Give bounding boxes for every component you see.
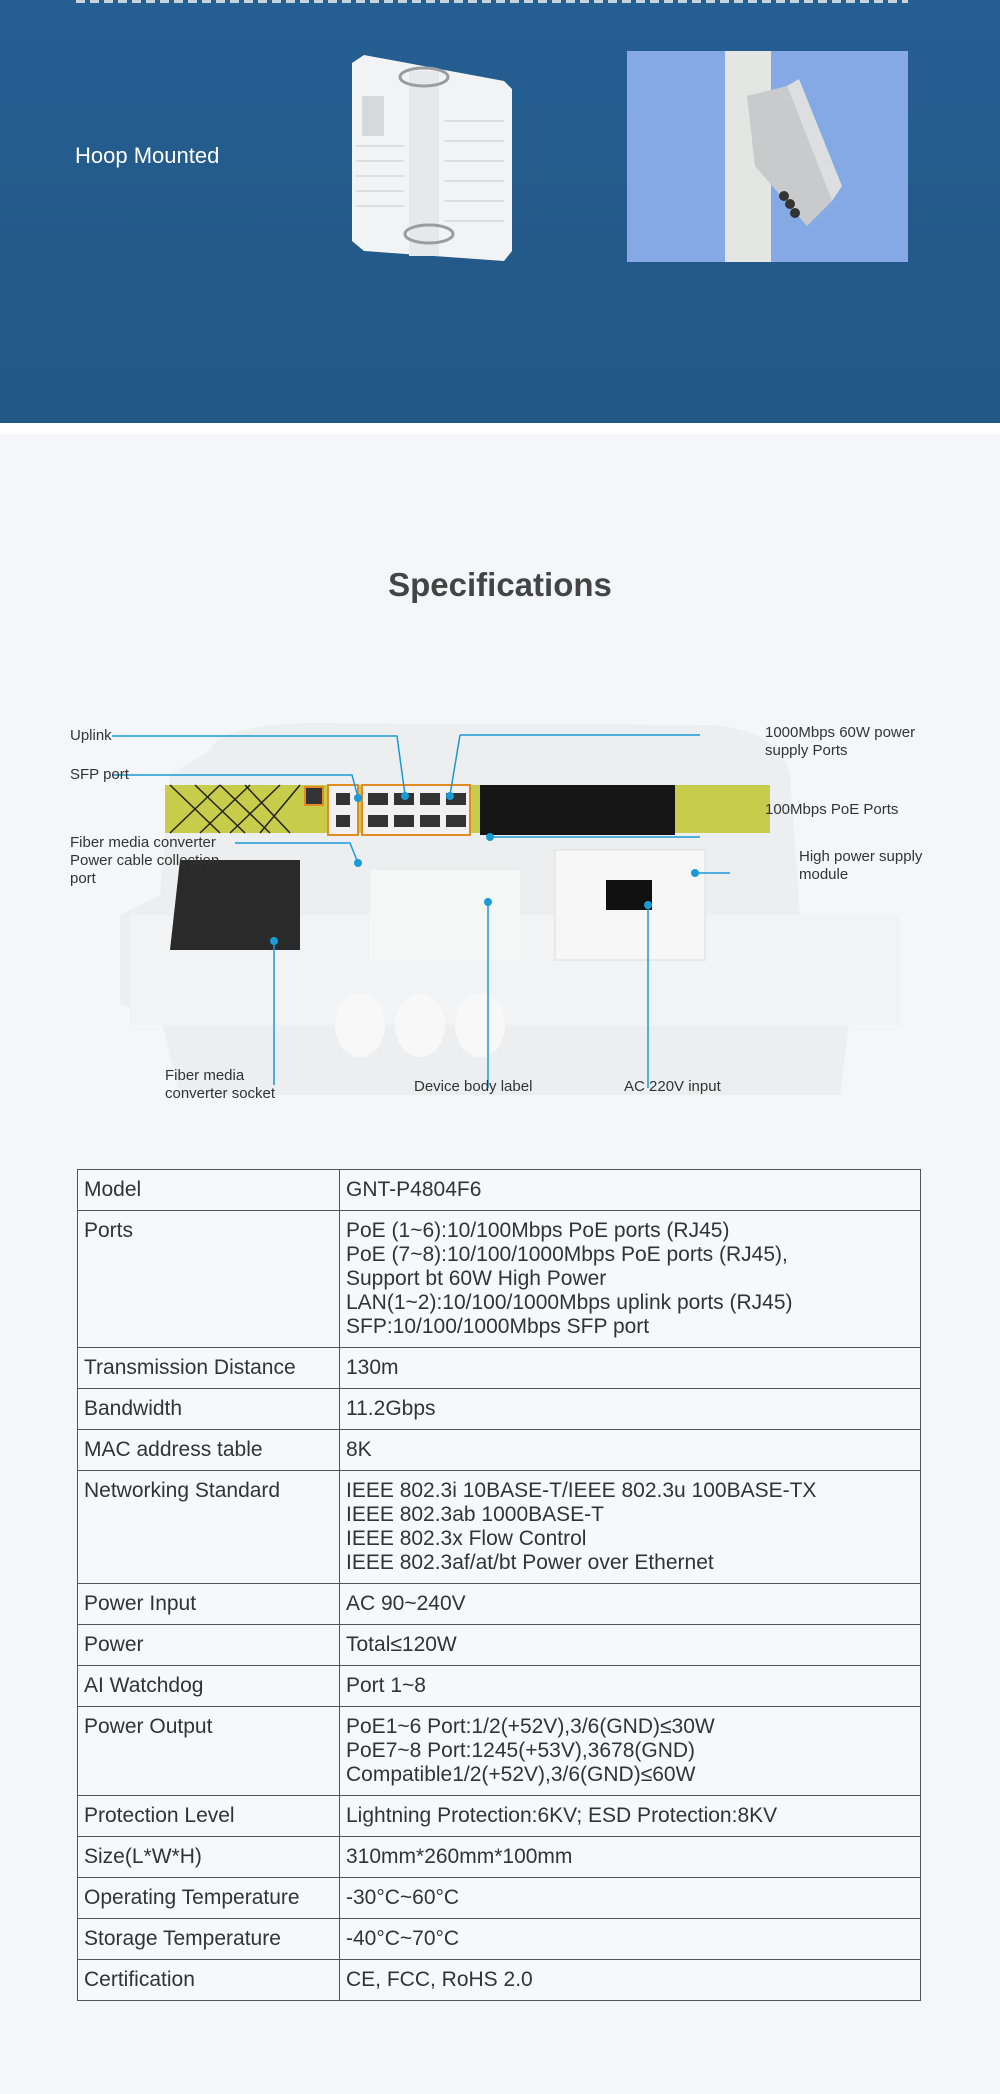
spec-key: Networking Standard bbox=[77, 1470, 340, 1584]
page-title: Specifications bbox=[388, 566, 612, 603]
label-sfp-port: SFP port bbox=[70, 766, 129, 783]
spec-value-line: Total≤120W bbox=[346, 1633, 457, 1656]
label-line: module bbox=[799, 866, 849, 883]
spec-value: AC 90~240V bbox=[339, 1583, 921, 1625]
spec-value: 310mm*260mm*100mm bbox=[339, 1836, 921, 1878]
spec-key: Certification bbox=[77, 1959, 340, 2001]
label-uplink: Uplink bbox=[70, 727, 112, 744]
spec-value-line: PoE (7~8):10/100/1000Mbps PoE ports (RJ4… bbox=[346, 1243, 788, 1266]
spec-value-line: PoE7~8 Port:1245(+53V),3678(GND) bbox=[346, 1739, 696, 1762]
spec-key: Power Output bbox=[77, 1706, 340, 1796]
spec-row: Power Input AC 90~240V bbox=[77, 1583, 921, 1625]
spec-value-line: PoE (1~6):10/100Mbps PoE ports (RJ45) bbox=[346, 1219, 730, 1242]
label-fiber-power-port: Fiber media converter Power cable collec… bbox=[70, 834, 219, 888]
spec-key: Ports bbox=[77, 1210, 340, 1348]
label-line: Power cable collection bbox=[70, 852, 220, 869]
spec-key: Size(L*W*H) bbox=[77, 1836, 340, 1878]
spec-value-line: 310mm*260mm*100mm bbox=[346, 1845, 573, 1868]
spec-value-line: Compatible1/2(+52V),3/6(GND)≤60W bbox=[346, 1763, 696, 1786]
spec-key: Bandwidth bbox=[77, 1388, 340, 1430]
spec-key: Model bbox=[77, 1169, 340, 1211]
spec-key: Power bbox=[77, 1624, 340, 1666]
label-line: High power supply bbox=[799, 848, 923, 865]
label-fiber-socket: Fiber media converter socket bbox=[165, 1067, 275, 1103]
spec-value-line: SFP:10/100/1000Mbps SFP port bbox=[346, 1315, 650, 1338]
spec-row: Protection Level Lightning Protection:6KV… bbox=[77, 1795, 921, 1837]
spec-row: Size(L*W*H) 310mm*260mm*100mm bbox=[77, 1836, 921, 1878]
spec-row: Storage Temperature -40°C~70°C bbox=[77, 1918, 921, 1960]
spec-value: -30°C~60°C bbox=[339, 1877, 921, 1919]
spec-value-line: IEEE 802.3af/at/bt Power over Ethernet bbox=[346, 1551, 714, 1574]
label-device-body: Device body label bbox=[414, 1078, 533, 1095]
spec-value-line: CE, FCC, RoHS 2.0 bbox=[346, 1968, 533, 1991]
label-power-supply-module: High power supply module bbox=[799, 848, 922, 884]
spec-key: AI Watchdog bbox=[77, 1665, 340, 1707]
label-line: Fiber media bbox=[165, 1067, 245, 1084]
spec-value: 11.2Gbps bbox=[339, 1388, 921, 1430]
spec-value-line: IEEE 802.3x Flow Control bbox=[346, 1527, 587, 1550]
spec-value-line: IEEE 802.3ab 1000BASE-T bbox=[346, 1503, 604, 1526]
spec-value-line: 130m bbox=[346, 1356, 399, 1379]
spec-key: Power Input bbox=[77, 1583, 340, 1625]
spec-row: Model GNT-P4804F6 bbox=[77, 1169, 921, 1211]
mounting-section: Hoop Mounted bbox=[0, 0, 1000, 423]
dashed-divider bbox=[76, 0, 908, 3]
spec-key: Protection Level bbox=[77, 1795, 340, 1837]
spec-value-line: Lightning Protection:6KV; ESD Protection… bbox=[346, 1804, 778, 1827]
hoop-mounted-product-image bbox=[352, 55, 512, 261]
spec-row: Transmission Distance 130m bbox=[77, 1347, 921, 1389]
spec-value-line: 8K bbox=[346, 1438, 372, 1461]
spec-value: PoE (1~6):10/100Mbps PoE ports (RJ45)PoE… bbox=[339, 1210, 921, 1348]
spec-value-line: 11.2Gbps bbox=[346, 1397, 436, 1420]
label-gigabit-ports: 1000Mbps 60W power supply Ports bbox=[765, 724, 915, 760]
section-divider bbox=[0, 423, 1000, 434]
spec-row: Bandwidth 11.2Gbps bbox=[77, 1388, 921, 1430]
label-line: Fiber media converter bbox=[70, 834, 216, 851]
spec-value-line: GNT-P4804F6 bbox=[346, 1178, 482, 1201]
spec-value: Lightning Protection:6KV; ESD Protection… bbox=[339, 1795, 921, 1837]
spec-key: Transmission Distance bbox=[77, 1347, 340, 1389]
spec-value: IEEE 802.3i 10BASE-T/IEEE 802.3u 100BASE… bbox=[339, 1470, 921, 1584]
label-line: supply Ports bbox=[765, 742, 848, 759]
mounting-label: Hoop Mounted bbox=[75, 143, 220, 168]
device-interior-image bbox=[112, 723, 900, 1095]
spec-key: Storage Temperature bbox=[77, 1918, 340, 1960]
spec-row: Networking Standard IEEE 802.3i 10BASE-T/… bbox=[77, 1470, 921, 1584]
spec-value-line: LAN(1~2):10/100/1000Mbps uplink ports (R… bbox=[346, 1291, 793, 1314]
spec-key: MAC address table bbox=[77, 1429, 340, 1471]
spec-key: Operating Temperature bbox=[77, 1877, 340, 1919]
label-poe-ports: 100Mbps PoE Ports bbox=[765, 801, 899, 818]
spec-value-line: IEEE 802.3i 10BASE-T/IEEE 802.3u 100BASE… bbox=[346, 1479, 817, 1502]
spec-row: AI Watchdog Port 1~8 bbox=[77, 1665, 921, 1707]
label-ac-input: AC 220V input bbox=[624, 1078, 721, 1095]
spec-value: Total≤120W bbox=[339, 1624, 921, 1666]
spec-value-line: -40°C~70°C bbox=[346, 1927, 460, 1950]
label-line: 1000Mbps 60W power bbox=[765, 724, 916, 741]
spec-value: Port 1~8 bbox=[339, 1665, 921, 1707]
spec-value: CE, FCC, RoHS 2.0 bbox=[339, 1959, 921, 2001]
pole-mounted-photo bbox=[627, 51, 908, 262]
spec-value: 130m bbox=[339, 1347, 921, 1389]
spec-value: GNT-P4804F6 bbox=[339, 1169, 921, 1211]
spec-row: Operating Temperature -30°C~60°C bbox=[77, 1877, 921, 1919]
spec-row: MAC address table 8K bbox=[77, 1429, 921, 1471]
spec-row: Power Total≤120W bbox=[77, 1624, 921, 1666]
label-line: converter socket bbox=[165, 1085, 276, 1102]
spec-value-line: Port 1~8 bbox=[346, 1674, 426, 1697]
spec-value-line: AC 90~240V bbox=[346, 1592, 466, 1615]
spec-value-line: -30°C~60°C bbox=[346, 1886, 460, 1909]
label-line: port bbox=[70, 870, 96, 887]
spec-row: Certification CE, FCC, RoHS 2.0 bbox=[77, 1959, 921, 2001]
spec-value-line: Support bt 60W High Power bbox=[346, 1267, 607, 1290]
device-diagram: Uplink SFP port Fiber media converter Po… bbox=[60, 715, 960, 1115]
spec-value-line: PoE1~6 Port:1/2(+52V),3/6(GND)≤30W bbox=[346, 1715, 715, 1738]
spec-value: -40°C~70°C bbox=[339, 1918, 921, 1960]
spec-value: 8K bbox=[339, 1429, 921, 1471]
